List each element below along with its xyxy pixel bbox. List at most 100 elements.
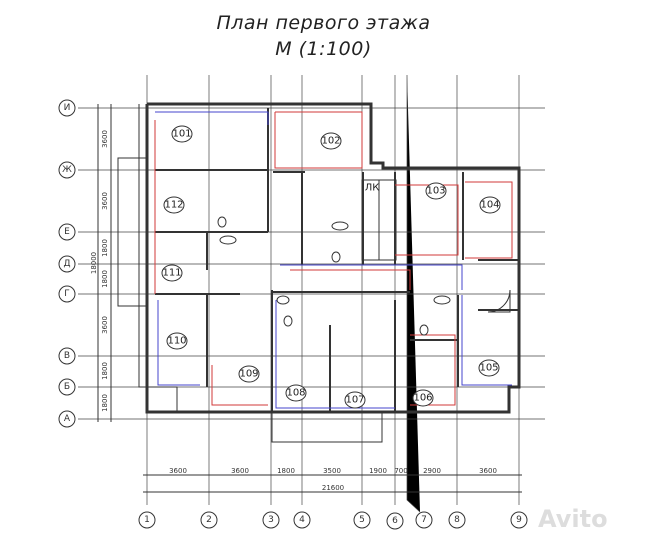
- plan-line: [293, 511, 311, 529]
- plan-line: [138, 104, 147, 388]
- label: 2900: [423, 467, 441, 475]
- plan-line: [166, 332, 188, 350]
- plan-line: [161, 264, 183, 282]
- label: 8: [454, 515, 460, 525]
- axis-row-label: А: [64, 414, 71, 424]
- plan-line: [433, 295, 451, 305]
- plan-line: [419, 324, 429, 336]
- plan-line: [262, 511, 280, 529]
- label: 5: [359, 515, 365, 525]
- room-103: 103: [426, 186, 445, 197]
- axis-row-label: Е: [64, 227, 70, 237]
- plan-line: [171, 125, 193, 143]
- label: 1900: [369, 467, 387, 475]
- grid-columns: [146, 75, 520, 513]
- label: 7: [421, 515, 427, 525]
- plan-line: [285, 384, 307, 402]
- plan-line: [211, 365, 268, 406]
- plan-line: [344, 391, 366, 409]
- room-108: 108: [286, 388, 305, 399]
- label: 1800: [101, 239, 109, 257]
- room-102: 102: [321, 136, 340, 147]
- axis-row-label: Д: [63, 259, 70, 269]
- label: 1: [144, 515, 150, 525]
- plan-scale: М (1:100): [275, 38, 372, 60]
- column-dimensions: 3600 3600 1800 3500 1900 700 2900 3600 2…: [143, 467, 522, 493]
- axis-row-label: И: [64, 103, 71, 113]
- row-axis-markers: И Ж Е Д Г В Б А: [58, 99, 76, 428]
- plan-title: План первого этажа: [216, 12, 431, 34]
- column-axis-markers: 1 2 3 4 5 6 7 8 9: [138, 511, 528, 530]
- plan-line: [331, 251, 341, 263]
- plan-line: [410, 334, 456, 406]
- room-labels: 101 102 103 104 105 106 107 108 109 110 …: [161, 125, 501, 409]
- plan-line: [448, 511, 466, 529]
- label: 1800: [101, 362, 109, 380]
- label: 3600: [101, 130, 109, 148]
- label: 21600: [322, 484, 344, 492]
- plan-line: [280, 264, 463, 290]
- stair-label: ЛК: [365, 183, 380, 194]
- plan-line: [58, 347, 76, 365]
- plan-line: [219, 235, 237, 245]
- plan-line: [478, 359, 500, 377]
- plan-line: [58, 410, 76, 428]
- room-104: 104: [480, 200, 499, 211]
- plan-line: [200, 511, 218, 529]
- plan-line: [412, 389, 434, 407]
- plan-line: [145, 102, 521, 414]
- label: 6: [392, 516, 398, 526]
- plan-line: [58, 378, 76, 396]
- plan-line: [353, 511, 371, 529]
- sanitary-fixtures: [217, 216, 511, 336]
- axis-row-label: Ж: [62, 165, 72, 175]
- plan-line: [58, 255, 76, 273]
- corner-bath: [487, 289, 511, 313]
- plan-line: [290, 269, 411, 290]
- label: 3600: [231, 467, 249, 475]
- label: 3600: [169, 467, 187, 475]
- plan-line: [406, 75, 421, 513]
- entrance-porch: [117, 157, 148, 307]
- room-109: 109: [239, 369, 258, 380]
- label: 3500: [323, 467, 341, 475]
- label: 3: [268, 515, 274, 525]
- plan-line: [415, 511, 433, 529]
- room-101: 101: [172, 129, 191, 140]
- plan-line: [510, 511, 528, 529]
- room-107: 107: [345, 395, 364, 406]
- label: 700: [394, 467, 407, 475]
- plan-line: [238, 365, 260, 383]
- plan-line: [217, 216, 227, 228]
- label: 3600: [101, 316, 109, 334]
- axis-row-label: Б: [64, 382, 70, 392]
- label: 1800: [101, 270, 109, 288]
- room-112: 112: [164, 200, 183, 211]
- plan-line: [58, 161, 76, 179]
- label: 1800: [101, 394, 109, 412]
- plan-line: [138, 511, 156, 529]
- label: 3600: [479, 467, 497, 475]
- plan-line: [425, 182, 447, 200]
- plan-line: [58, 285, 76, 303]
- label: 18000: [90, 252, 98, 274]
- label: 3600: [101, 192, 109, 210]
- room-105: 105: [479, 363, 498, 374]
- plan-line: [146, 386, 178, 413]
- plan-line: [274, 111, 363, 169]
- plan-line: [157, 300, 200, 386]
- room-106: 106: [413, 393, 432, 404]
- plan-line: [461, 295, 512, 386]
- plan-line: [155, 111, 269, 125]
- row-dimensions: 3600 3600 1800 1800 3600 1800 1800 18000: [90, 104, 112, 422]
- room-111: 111: [162, 268, 181, 279]
- plan-line: [331, 221, 349, 231]
- avito-watermark: Avito: [538, 505, 608, 533]
- label: 1800: [277, 467, 295, 475]
- axis-row-label: Г: [64, 289, 70, 299]
- plan-line: [276, 295, 290, 305]
- loggia: [271, 411, 383, 443]
- plan-line: [58, 223, 76, 241]
- plan-line: [465, 181, 513, 259]
